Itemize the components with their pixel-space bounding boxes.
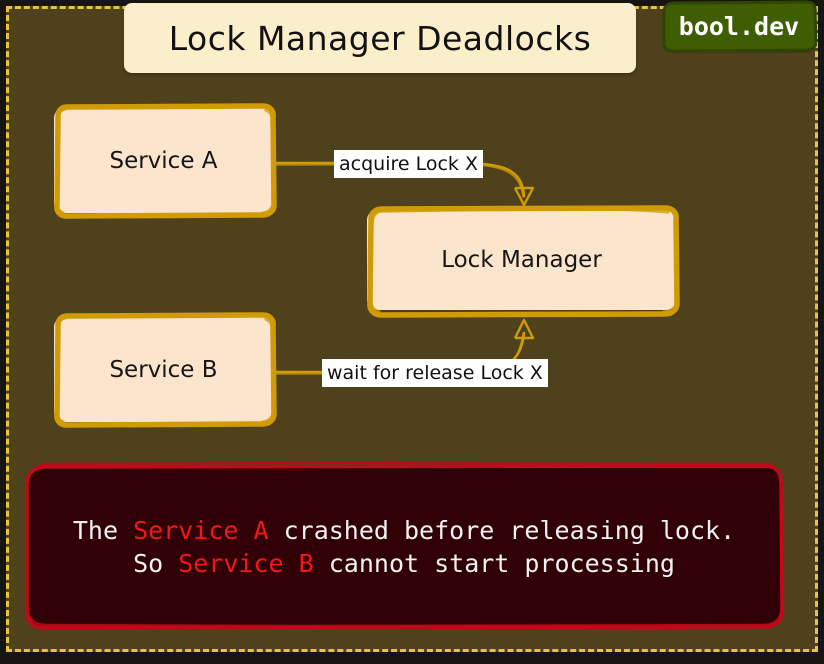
callout-line-1-suffix: crashed before releasing lock. (268, 516, 736, 545)
node-service-a-label: Service A (109, 147, 218, 174)
brand-badge[interactable]: bool.dev (663, 2, 815, 50)
callout-line-2-highlight: Service B (178, 549, 314, 578)
page-title: Lock Manager Deadlocks (168, 18, 592, 58)
edge-label-wait-for-release-lock-x: wait for release Lock X (322, 359, 548, 387)
page-title-card: Lock Manager Deadlocks (124, 3, 636, 73)
node-lock-manager-label: Lock Manager (441, 247, 602, 273)
brand-badge-label: bool.dev (678, 11, 800, 41)
node-service-b[interactable]: Service B (54, 317, 273, 422)
callout-line-2: So Service B cannot start processing (133, 547, 675, 580)
edge-label-acquire-lock-x: acquire Lock X (334, 150, 483, 178)
node-service-b-label: Service B (109, 356, 218, 383)
callout-line-1-highlight: Service A (133, 516, 269, 545)
callout-line-2-prefix: So (133, 549, 179, 578)
callout-line-1-prefix: The (72, 516, 134, 545)
callout-line-1: The Service A crashed before releasing l… (73, 514, 735, 547)
node-service-a[interactable]: Service A (54, 108, 273, 213)
node-lock-manager[interactable]: Lock Manager (367, 210, 676, 310)
callout-box: The Service A crashed before releasing l… (26, 468, 782, 626)
callout-line-2-suffix: cannot start processing (313, 549, 675, 578)
